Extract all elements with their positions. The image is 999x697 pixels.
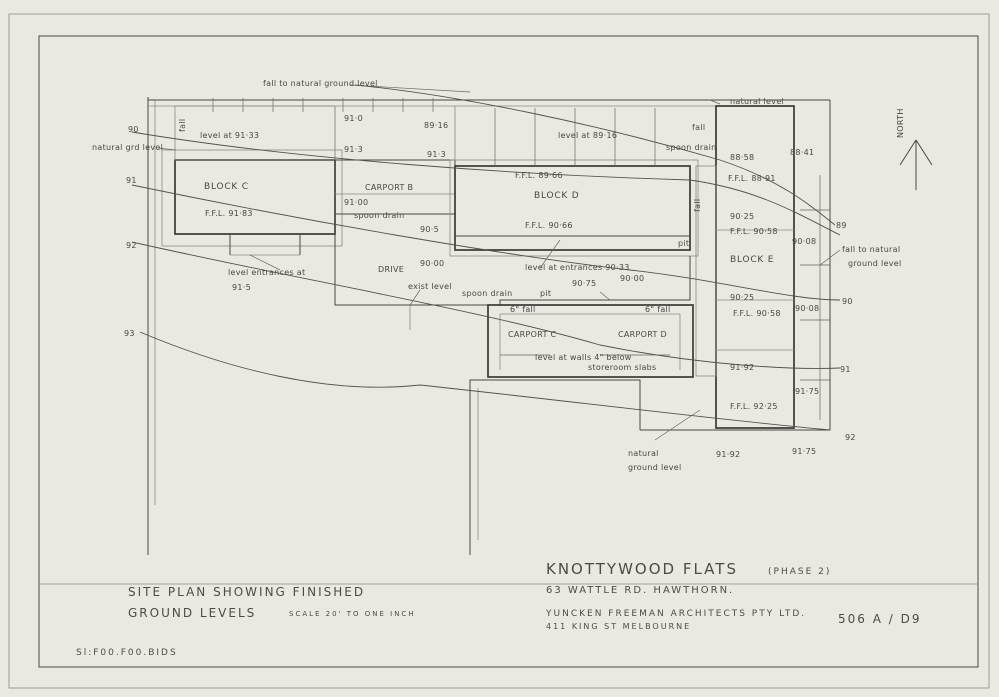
contour-90 <box>131 131 841 236</box>
level-91-75a: 91·75 <box>795 387 819 396</box>
note-fall-6-right: 6" fall <box>645 305 671 314</box>
level-90-25b: 90·25 <box>730 293 754 302</box>
contour-lines <box>131 84 841 431</box>
level-88-41: 88·41 <box>790 148 814 157</box>
north-label: NORTH <box>896 108 905 138</box>
level-90-00-right: 90·00 <box>620 274 644 283</box>
level-91-00: 91·00 <box>344 198 368 207</box>
level-90-08a: 90·08 <box>792 237 816 246</box>
outer-border <box>8 13 990 689</box>
level-90-5: 90·5 <box>420 225 439 234</box>
block-d <box>449 108 699 257</box>
level-90-75: 90·75 <box>572 279 596 288</box>
note-spoon-drain-low: spoon drain <box>462 289 513 298</box>
contour-label-89: 89 <box>836 221 847 230</box>
level-ffl-e4: F.F.L. 92·25 <box>730 402 778 411</box>
inner-border <box>38 35 979 668</box>
level-91-3: 91·3 <box>344 145 363 154</box>
level-90-08b: 90·08 <box>795 304 819 313</box>
drawing-number: 506 A / D9 <box>838 612 921 626</box>
level-ffl-c: F.F.L. 91·83 <box>205 209 253 218</box>
contour-label-92-right: 92 <box>845 433 856 442</box>
level-90-25a: 90·25 <box>730 212 754 221</box>
note-fall-top: fall to natural ground level <box>263 79 378 88</box>
architect-address: 411 KING ST MELBOURNE <box>546 622 691 631</box>
level-89-16-top: 89·16 <box>424 121 448 130</box>
note-spoon-drain-top: spoon drain <box>666 143 717 152</box>
note-natural-grd-level: natural grd level <box>92 143 163 152</box>
level-91-92a: 91·92 <box>730 363 754 372</box>
level-88-58: 88·58 <box>730 153 754 162</box>
block-e-label: BLOCK E <box>730 255 774 265</box>
note-level-walls: level at walls 4" below <box>535 353 632 362</box>
note-fall-natural-right-2: ground level <box>848 259 901 268</box>
north-arrow-icon <box>899 139 933 190</box>
drawing-scale: SCALE 20' TO ONE INCH <box>289 610 416 618</box>
level-91-3b: 91·3 <box>427 150 446 159</box>
reference-stamp: Sl:F00.F00.BIDS <box>76 648 178 658</box>
level-ffl-e2: F.F.L. 90·58 <box>730 227 778 236</box>
drawing-title-line-2: GROUND LEVELS <box>128 606 256 620</box>
level-91-75b: 91·75 <box>792 447 816 456</box>
contour-label-91: 91 <box>126 176 137 185</box>
level-90-00-drive: 90·00 <box>420 259 444 268</box>
note-level-entrances-c-1: level entrances at <box>228 268 305 277</box>
note-fall-6-left: 6" fall <box>510 305 536 314</box>
note-exist-level: exist level <box>408 282 452 291</box>
contour-label-90: 90 <box>128 125 139 134</box>
note-storeroom: storeroom slabs <box>588 363 657 372</box>
project-title: KNOTTYWOOD FLATS <box>546 560 738 578</box>
carport-c-label: CARPORT C <box>508 330 557 339</box>
block-e <box>695 105 830 429</box>
project-phase: (PHASE 2) <box>768 567 831 577</box>
contour-label-91-right: 91 <box>840 365 851 374</box>
level-ffl-e3: F.F.L. 90·58 <box>733 309 781 318</box>
block-d-label: BLOCK D <box>534 191 580 201</box>
note-natural-level-top: natural level <box>730 97 784 106</box>
note-fall-natural-right-1: fall to natural <box>842 245 900 254</box>
note-fall-right: fall <box>692 123 705 132</box>
note-level-entrances-d: level at entrances 90·33 <box>525 263 630 272</box>
project-address: 63 WATTLE RD. HAWTHORN. <box>546 585 734 596</box>
contour-label-92: 92 <box>126 241 137 250</box>
fall-arrows-top <box>212 98 434 112</box>
level-ffl-d-top: F.F.L. 89·66 <box>515 171 563 180</box>
note-pit-2: pit <box>678 239 689 248</box>
level-ffl-d-bot: F.F.L. 90·66 <box>525 221 573 230</box>
note-natural-ground-1: natural <box>628 449 659 458</box>
level-91-92b: 91·92 <box>716 450 740 459</box>
contour-91 <box>131 184 841 301</box>
contour-92 <box>131 241 841 369</box>
carport-b-label: CARPORT B <box>365 183 413 192</box>
note-spoon-drain-mid: spoon drain <box>354 211 405 220</box>
contour-93 <box>139 331 831 431</box>
note-fall-left: fall <box>178 119 187 132</box>
level-91-0: 91·0 <box>344 114 363 123</box>
note-level-d: level at 89·16 <box>558 131 617 140</box>
contour-89 <box>354 84 836 226</box>
block-c-label: BLOCK C <box>204 182 249 192</box>
note-pit-1: pit <box>540 289 551 298</box>
contour-label-90-right: 90 <box>842 297 853 306</box>
drive-and-carports <box>334 214 694 378</box>
block-c <box>161 105 343 256</box>
note-fall-vertical: fall <box>693 199 702 212</box>
level-ffl-e1: F.F.L. 88·91 <box>728 174 776 183</box>
contour-label-93: 93 <box>124 329 135 338</box>
drawing-title-line-1: SITE PLAN SHOWING FINISHED <box>128 585 365 599</box>
architect-name: YUNCKEN FREEMAN ARCHITECTS PTY LTD. <box>545 609 806 619</box>
note-natural-ground-2: ground level <box>628 463 681 472</box>
note-level-c: level at 91·33 <box>200 131 259 140</box>
leader-lines <box>157 84 841 441</box>
note-level-entrances-c-2: 91·5 <box>232 283 251 292</box>
drive-label: DRIVE <box>378 265 404 274</box>
carport-d-label: CARPORT D <box>618 330 667 339</box>
